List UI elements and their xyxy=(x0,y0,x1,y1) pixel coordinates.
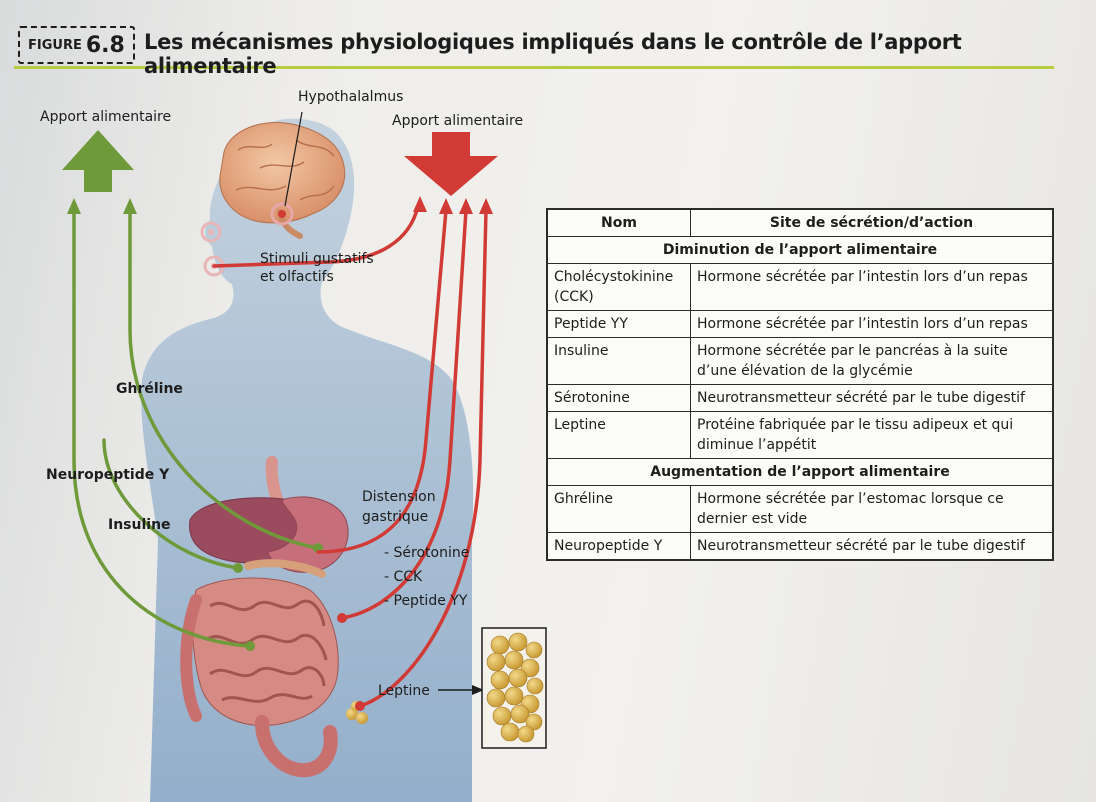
section-title-decrease: Diminution de l’apport alimentaire xyxy=(548,237,1053,264)
cell-site: Protéine fabriquée par le tissu adipeux … xyxy=(691,412,1053,459)
column-header-site: Site de sécrétion/d’action xyxy=(691,210,1053,237)
cell-name: Sérotonine xyxy=(548,385,691,412)
decrease-block-arrow xyxy=(404,132,498,196)
ghrelin-label: Ghréline xyxy=(116,380,183,398)
hypothalamus-label: Hypothalalmus xyxy=(298,88,403,106)
table-row: Peptide YY Hormone sécrétée par l’intest… xyxy=(548,311,1053,338)
cell-site: Neurotransmetteur sécrété par le tube di… xyxy=(691,385,1053,412)
table-row: Ghréline Hormone sécrétée par l’estomac … xyxy=(548,486,1053,533)
table-row: Insuline Hormone sécrétée par le pancréa… xyxy=(548,338,1053,385)
serotonin-label: - Sérotonine xyxy=(384,544,469,562)
neuropeptide-label: Neuropeptide Y xyxy=(46,466,169,484)
stimuli-label-line2: et olfactifs xyxy=(260,268,334,286)
table-row: Leptine Protéine fabriquée par le tissu … xyxy=(548,412,1053,459)
decrease-intake-label: Apport alimentaire xyxy=(392,112,523,130)
cell-name: Cholécystokinine (CCK) xyxy=(548,264,691,311)
cell-name: Leptine xyxy=(548,412,691,459)
insulin-label: Insuline xyxy=(108,516,171,534)
table-row: Sérotonine Neurotransmetteur sécrété par… xyxy=(548,385,1053,412)
cell-site: Hormone sécrétée par l’intestin lors d’u… xyxy=(691,311,1053,338)
table-header-row: Nom Site de sécrétion/d’action xyxy=(548,210,1053,237)
section-row-decrease: Diminution de l’apport alimentaire xyxy=(548,237,1053,264)
cell-name: Neuropeptide Y xyxy=(548,533,691,560)
cell-site: Hormone sécrétée par l’estomac lorsque c… xyxy=(691,486,1053,533)
cell-site: Hormone sécrétée par l’intestin lors d’u… xyxy=(691,264,1053,311)
hormone-table: Nom Site de sécrétion/d’action Diminutio… xyxy=(546,208,1054,561)
intestines xyxy=(193,578,339,726)
table-row: Cholécystokinine (CCK) Hormone sécrétée … xyxy=(548,264,1053,311)
leptin-label: Leptine xyxy=(378,682,430,700)
distension-label-line2: gastrique xyxy=(362,508,428,526)
column-header-name: Nom xyxy=(548,210,691,237)
distension-label-line1: Distension xyxy=(362,488,436,506)
section-title-increase: Augmentation de l’apport alimentaire xyxy=(548,459,1053,486)
section-row-increase: Augmentation de l’apport alimentaire xyxy=(548,459,1053,486)
peptide-yy-label: - Peptide YY xyxy=(384,592,467,610)
cell-name: Peptide YY xyxy=(548,311,691,338)
cell-site: Neurotransmetteur sécrété par le tube di… xyxy=(691,533,1053,560)
increase-block-arrow xyxy=(62,130,134,192)
table-row: Neuropeptide Y Neurotransmetteur sécrété… xyxy=(548,533,1053,560)
stimuli-label-line1: Stimuli gustatifs xyxy=(260,250,374,268)
cell-name: Insuline xyxy=(548,338,691,385)
increase-intake-label: Apport alimentaire xyxy=(40,108,171,126)
cell-site: Hormone sécrétée par le pancréas à la su… xyxy=(691,338,1053,385)
cell-name: Ghréline xyxy=(548,486,691,533)
cck-label: - CCK xyxy=(384,568,422,586)
